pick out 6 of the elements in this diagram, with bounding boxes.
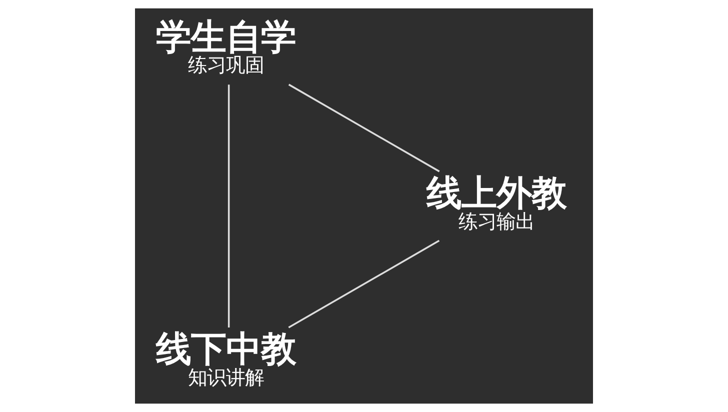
connector	[288, 84, 440, 172]
connector	[288, 240, 440, 328]
node-text: 线下中教 知识讲解	[156, 329, 296, 389]
node-text: 线上外教 练习输出	[426, 173, 567, 233]
node-text: 学生自学 练习巩固	[156, 17, 296, 77]
connector	[228, 84, 230, 328]
